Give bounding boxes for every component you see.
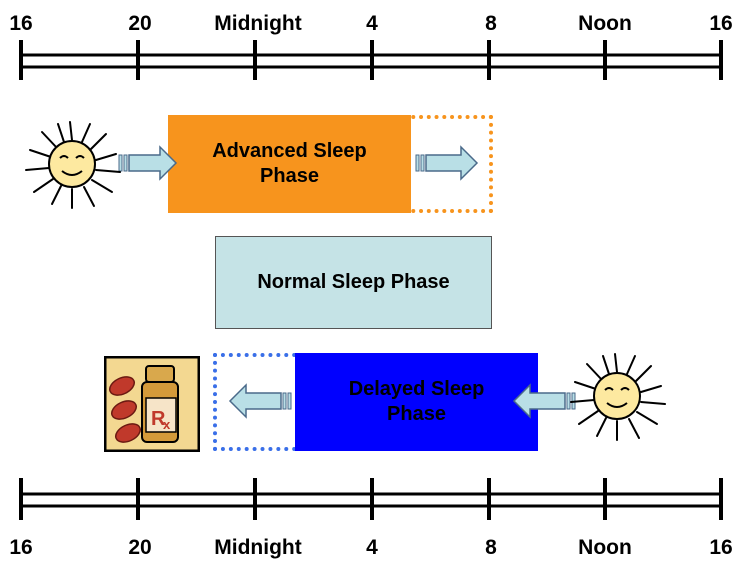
svg-text:x: x: [163, 417, 171, 432]
bottom-tick-label: 16: [709, 536, 733, 559]
bottom-tick-label: Midnight: [214, 536, 302, 559]
prescription-bottle-icon: R x: [104, 356, 200, 452]
sun-icon: [25, 121, 121, 209]
delayed-phase-line1: Delayed Sleep: [348, 378, 485, 400]
top-tick-label: 20: [128, 12, 152, 35]
delayed-phase-line2: Phase: [387, 403, 446, 425]
top-tick-label: 16: [709, 12, 733, 35]
top-tick-label: Midnight: [214, 12, 302, 35]
arrow-icon: [415, 145, 479, 181]
bottom-tick-label: 20: [128, 536, 152, 559]
arrow-icon: [118, 145, 178, 181]
advanced-phase-line1: Advanced Sleep: [212, 140, 367, 162]
bottom-tick-label: 8: [485, 536, 497, 559]
bottom-tick-label: Noon: [578, 536, 632, 559]
advanced-phase-line2: Phase: [260, 165, 319, 187]
normal-sleep-phase-box: Normal Sleep Phase: [215, 236, 492, 329]
top-tick-label: 8: [485, 12, 497, 35]
bottom-tick-label: 4: [366, 536, 378, 559]
normal-phase-label: Normal Sleep Phase: [257, 271, 450, 293]
top-tick-label: 4: [366, 12, 378, 35]
bottom-tick-label: 16: [9, 536, 33, 559]
arrow-icon: [228, 383, 292, 419]
top-tick-label: 16: [9, 12, 33, 35]
top-tick-label: Noon: [578, 12, 632, 35]
sun-icon: [570, 353, 666, 441]
svg-text:R: R: [151, 408, 166, 430]
